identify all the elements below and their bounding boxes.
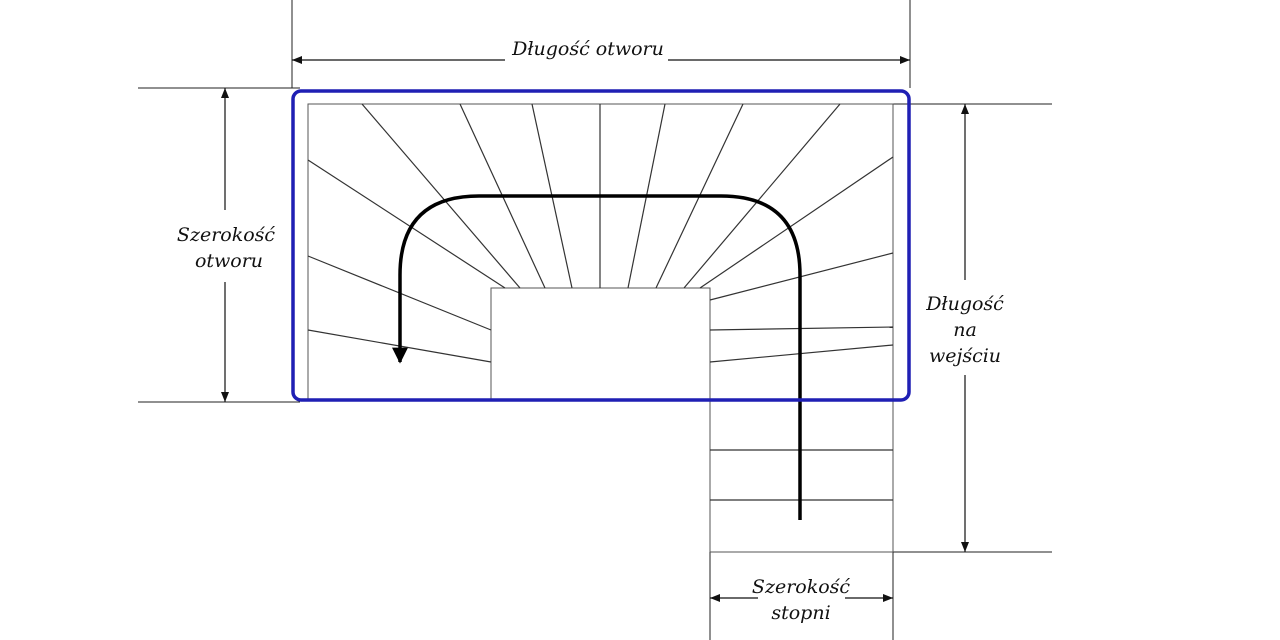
- opening-width-label-line1: Szerokość: [177, 224, 275, 246]
- opening-width-label-line2: otworu: [195, 250, 263, 272]
- extension-lines: [138, 0, 1052, 640]
- labels: Długość otworu Szerokość otworu Długość …: [177, 38, 1004, 624]
- entry-length-label-line1: Długość: [925, 293, 1004, 315]
- stair-outline: [307, 103, 894, 553]
- entry-length-label-line2: na: [953, 319, 977, 341]
- stairwell-void: [490, 287, 711, 401]
- dimension-lines: [221, 56, 969, 602]
- entry-length-label-line3: wejściu: [929, 345, 1001, 367]
- opening-outline: [291, 89, 911, 402]
- step-width-label-line1: Szerokość: [752, 576, 850, 598]
- opening-length-label: Długość otworu: [511, 38, 664, 60]
- step-width-label-line2: stopni: [771, 602, 830, 624]
- walk-line-arrow: [392, 194, 802, 520]
